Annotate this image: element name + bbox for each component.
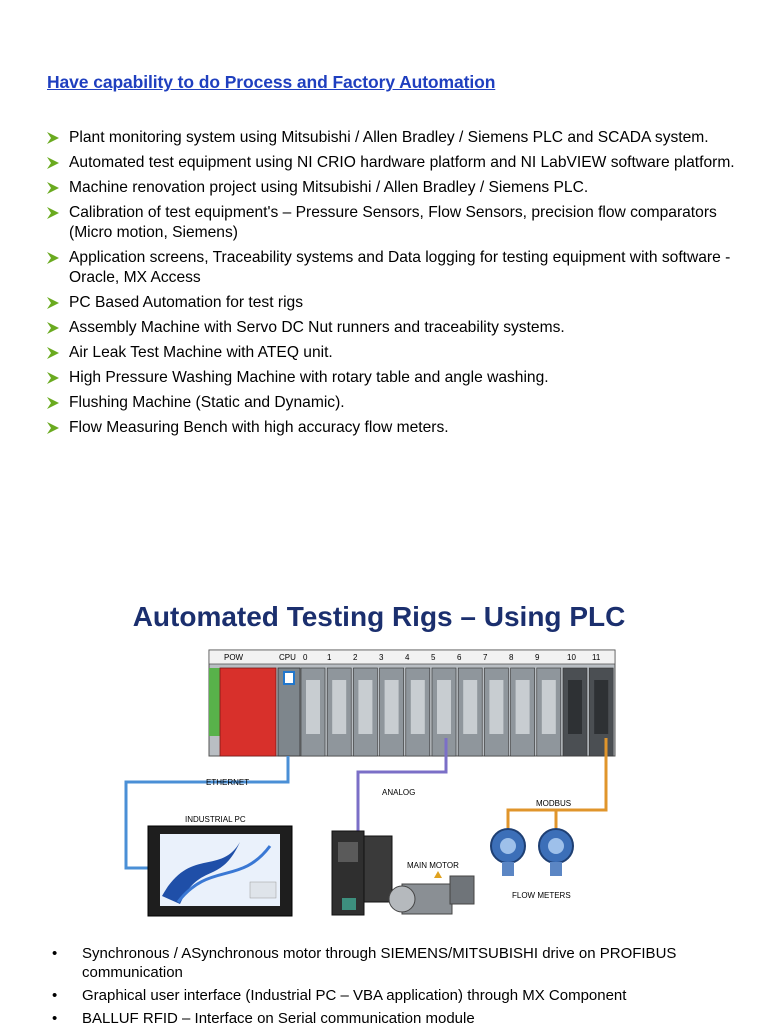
capability-text: Air Leak Test Machine with ATEQ unit. <box>69 344 333 361</box>
io-module-face <box>489 680 504 734</box>
bottom-bullet-text: Synchronous / ASynchronous motor through… <box>82 945 677 981</box>
section-heading: Have capability to do Process and Factor… <box>47 72 496 92</box>
flow-meters-image: FLOW METERS <box>490 828 574 900</box>
io-module-face <box>410 680 425 734</box>
capability-item: High Pressure Washing Machine with rotar… <box>46 368 736 388</box>
round-bullet-icon: • <box>52 1010 58 1027</box>
bottom-bullet-list: • Synchronous / ASynchronous motor throug… <box>52 944 752 1032</box>
rig-title: Automated Testing Rigs – Using PLC <box>132 601 626 632</box>
arrow-bullet-icon <box>47 372 59 384</box>
io-module-face <box>541 680 556 734</box>
arrow-bullet-icon <box>47 297 59 309</box>
industrial-pc-image: INDUSTRIAL PC <box>147 815 293 917</box>
io-module-face <box>332 680 347 734</box>
capability-item: Flushing Machine (Static and Dynamic). <box>46 393 736 413</box>
io-module-face <box>568 680 582 734</box>
io-module-face <box>384 680 399 734</box>
capability-text: Assembly Machine with Servo DC Nut runne… <box>69 319 565 336</box>
arrow-bullet-icon <box>47 132 59 144</box>
capability-item: Flow Measuring Bench with high accuracy … <box>46 418 736 438</box>
bottom-bullet-text: Graphical user interface (Industrial PC … <box>82 987 627 1004</box>
slot-label: POW <box>224 653 244 662</box>
slot-label: 5 <box>431 653 436 662</box>
bottom-bullet-item: • Graphical user interface (Industrial PC… <box>52 986 752 1005</box>
capability-text: Calibration of test equipment's – Pressu… <box>69 204 717 241</box>
arrow-bullet-icon <box>47 207 59 219</box>
bottom-bullet-item: • BALLUF RFID – Interface on Serial commu… <box>52 1009 752 1028</box>
slot-label: 10 <box>567 653 576 662</box>
capability-item: Air Leak Test Machine with ATEQ unit. <box>46 343 736 363</box>
io-module-face <box>437 680 451 734</box>
round-bullet-icon: • <box>52 987 58 1004</box>
capability-text: Flushing Machine (Static and Dynamic). <box>69 394 345 411</box>
slot-label: 9 <box>535 653 540 662</box>
bottom-bullet-item: • Synchronous / ASynchronous motor throug… <box>52 944 752 982</box>
analog-label: ANALOG <box>382 788 415 797</box>
io-module-face <box>306 680 320 734</box>
power-module <box>219 667 277 757</box>
slot-label: 11 <box>592 653 601 662</box>
status-strip <box>209 668 220 736</box>
slot-label: 8 <box>509 653 514 662</box>
analog-line <box>356 738 448 831</box>
ethernet-label: ETHERNET <box>206 778 249 787</box>
slot-label: 6 <box>457 653 462 662</box>
industrial-pc-label: INDUSTRIAL PC <box>185 815 246 824</box>
plc-rack: POW CPU 0 1 2 3 4 5 6 7 8 9 10 11 <box>208 649 616 757</box>
modbus-label: MODBUS <box>536 799 571 808</box>
capability-text: PC Based Automation for test rigs <box>69 294 304 311</box>
capability-list: Plant monitoring system using Mitsubishi… <box>46 128 736 443</box>
capability-item: Automated test equipment using NI CRIO h… <box>46 153 736 173</box>
main-motor-label: MAIN MOTOR <box>407 861 459 870</box>
slot-label: 3 <box>379 653 384 662</box>
slot-label: CPU <box>279 653 296 662</box>
arrow-bullet-icon <box>47 157 59 169</box>
capability-item: PC Based Automation for test rigs <box>46 293 736 313</box>
arrow-bullet-icon <box>47 422 59 434</box>
arrow-bullet-icon <box>47 347 59 359</box>
plc-diagram: POW CPU 0 1 2 3 4 5 6 7 8 9 10 11 ETHERNET ANALOG MOD… <box>124 649 616 917</box>
round-bullet-icon: • <box>52 945 58 962</box>
arrow-bullet-icon <box>47 182 59 194</box>
main-motor-image: MAIN MOTOR <box>331 830 475 916</box>
capability-item: Calibration of test equipment's – Pressu… <box>46 203 736 243</box>
slot-label: 4 <box>405 653 410 662</box>
capability-item: Application screens, Traceability system… <box>46 248 736 288</box>
io-module-face <box>594 680 609 734</box>
capability-text: Machine renovation project using Mitsubi… <box>69 179 589 196</box>
bottom-bullet-text: BALLUF RFID – Interface on Serial commun… <box>82 1010 475 1027</box>
capability-item: Machine renovation project using Mitsubi… <box>46 178 736 198</box>
capability-item: Assembly Machine with Servo DC Nut runne… <box>46 318 736 338</box>
slot-label: 2 <box>353 653 358 662</box>
capability-text: Plant monitoring system using Mitsubishi… <box>69 129 709 146</box>
arrow-bullet-icon <box>47 397 59 409</box>
capability-text: High Pressure Washing Machine with rotar… <box>69 369 549 386</box>
arrow-bullet-icon <box>47 322 59 334</box>
slot-label: 0 <box>303 653 308 662</box>
capability-text: Application screens, Traceability system… <box>69 249 731 286</box>
io-module-face <box>463 680 478 734</box>
arrow-bullet-icon <box>47 252 59 264</box>
slot-label: 1 <box>327 653 332 662</box>
flow-meters-label: FLOW METERS <box>512 891 571 900</box>
io-module-face <box>515 680 530 734</box>
io-module-face <box>358 680 373 734</box>
capability-item: Plant monitoring system using Mitsubishi… <box>46 128 736 148</box>
ethernet-line <box>124 756 290 870</box>
slot-label: 7 <box>483 653 488 662</box>
capability-text: Automated test equipment using NI CRIO h… <box>69 154 735 171</box>
capability-text: Flow Measuring Bench with high accuracy … <box>69 419 449 436</box>
